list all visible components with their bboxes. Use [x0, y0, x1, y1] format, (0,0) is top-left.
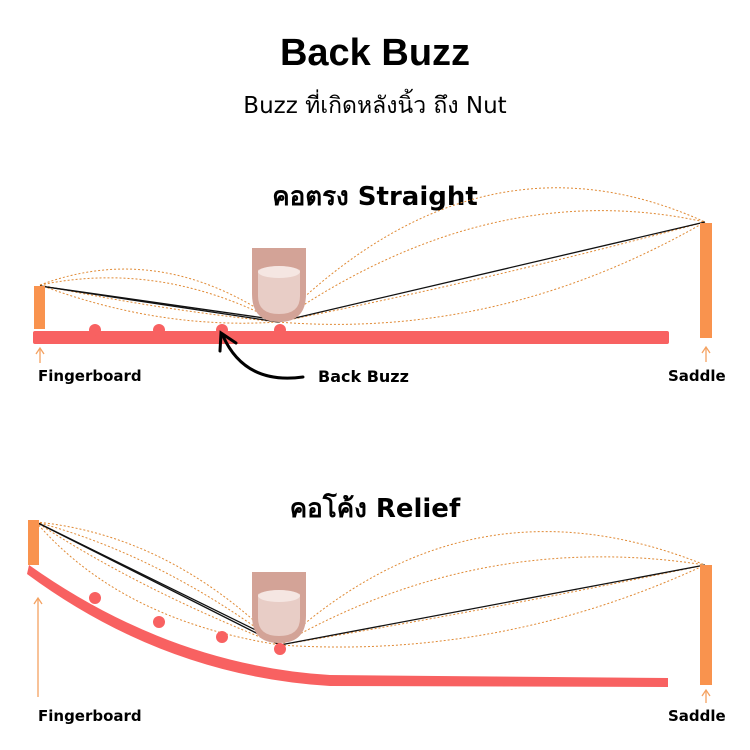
straight-saddle	[700, 223, 712, 338]
relief-fingerboard-label: Fingerboard	[38, 707, 142, 725]
relief-finger	[252, 572, 306, 643]
page-subtitle: Buzz ที่เกิดหลังนิ้ว ถึง Nut	[243, 93, 507, 119]
relief-pointer-arrows	[33, 596, 711, 703]
straight-fingerboard	[33, 331, 669, 344]
relief-section-title: คอโค้ง Relief	[289, 494, 461, 524]
straight-fingerboard-label: Fingerboard	[38, 367, 142, 385]
relief-vibration-lines	[35, 521, 706, 648]
back-buzz-label: Back Buzz	[318, 367, 409, 386]
back-buzz-arrow	[218, 330, 305, 380]
straight-strings	[39, 221, 706, 323]
straight-nut	[34, 286, 45, 329]
straight-frets	[89, 324, 286, 336]
straight-saddle-label: Saddle	[668, 367, 726, 385]
straight-section-title: คอตรง Straight	[272, 182, 478, 212]
relief-saddle-label: Saddle	[668, 707, 726, 725]
straight-pointer-arrows	[35, 345, 711, 363]
relief-strings	[35, 521, 706, 646]
relief-nut	[28, 520, 39, 565]
straight-vibration-lines	[39, 187, 706, 325]
relief-frets	[89, 592, 286, 655]
page-title: Back Buzz	[279, 32, 471, 74]
relief-fingerboard	[27, 565, 668, 687]
straight-finger	[252, 248, 306, 322]
relief-saddle	[700, 565, 712, 685]
